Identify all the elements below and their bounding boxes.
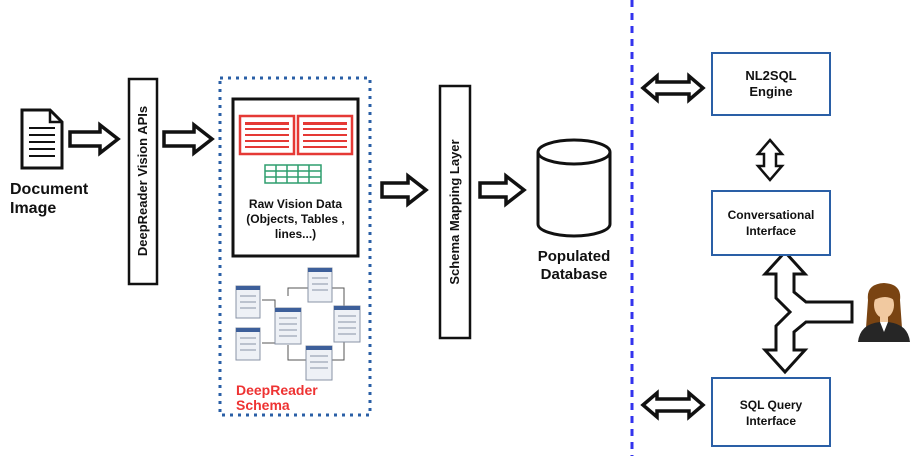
conversational-label: Conversational Interface: [727, 208, 815, 238]
sql-query-label: SQL Query Interface: [739, 398, 803, 428]
database-icon: [536, 138, 612, 238]
green-table-icon: [264, 164, 322, 184]
document-icon: [20, 108, 64, 170]
raw-vision-label: Raw Vision Data (Objects, Tables , lines…: [246, 197, 345, 241]
arrow-apis-to-raw: [162, 121, 215, 157]
red-table-icon-left: [238, 114, 296, 156]
nl2sql-label: NL2SQL Engine: [745, 68, 797, 99]
mapping-layer-label: Schema Mapping Layer: [447, 139, 462, 285]
arrow-mapping-to-db: [478, 172, 527, 208]
arrow-doc-to-apis: [68, 121, 121, 157]
arrow-db-to-sqlquery: [640, 389, 706, 421]
schema-label: DeepReader Schema: [236, 382, 318, 413]
arrow-db-to-nl2sql: [640, 72, 706, 104]
sql-query-box: [711, 377, 831, 447]
document-label: Document Image: [10, 181, 89, 217]
database-label: Populated Database: [537, 248, 611, 283]
nl2sql-box: [711, 52, 831, 116]
user-avatar-icon: [858, 283, 910, 342]
arrow-raw-to-mapping: [380, 172, 429, 208]
red-table-icon-right: [296, 114, 354, 156]
mapping-layer-bar: [438, 84, 472, 340]
arrow-user-split: [761, 249, 854, 375]
arrow-nl2sql-conversational: [755, 138, 785, 182]
schema-graph-icon: [235, 267, 361, 381]
vision-apis-bar: [127, 77, 159, 286]
conversational-box: [711, 190, 831, 256]
schema-container: [218, 76, 372, 417]
vision-apis-label: DeepReader Vision APIs: [135, 105, 150, 257]
